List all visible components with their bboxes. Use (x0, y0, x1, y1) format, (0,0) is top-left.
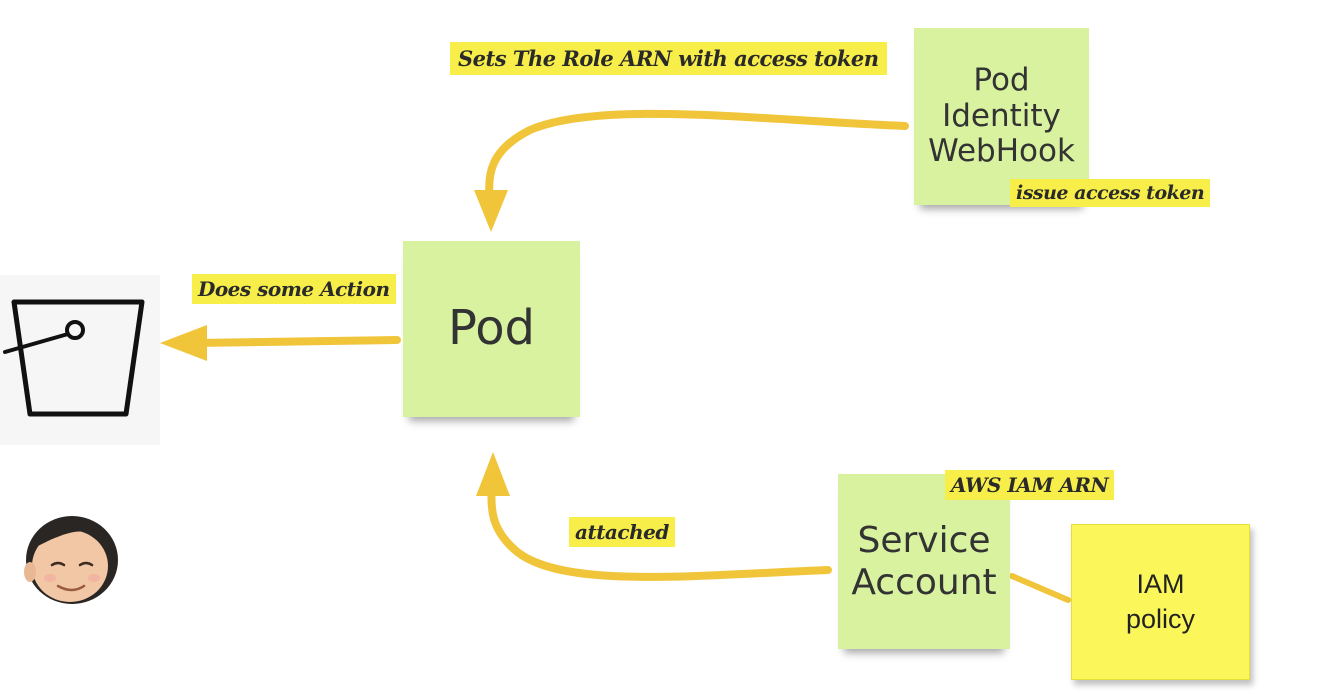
avatar-icon (24, 516, 118, 604)
arrow-sa-to-pod (487, 481, 832, 581)
arrow-head-sa-to-pod (476, 452, 510, 496)
service-account-line-2: Account (851, 561, 997, 603)
bucket-icon (0, 275, 160, 445)
pod-identity-webhook-note[interactable]: Pod Identity WebHook (914, 28, 1089, 205)
iam-policy-line-2: policy (1125, 604, 1196, 634)
connector-sa-to-policy (1009, 573, 1071, 603)
service-account-line-1: Service (857, 520, 991, 562)
label-sets-role-arn: Sets The Role ARN with access token (450, 42, 887, 75)
arrow-pod-to-bucket (191, 336, 401, 347)
pod-note[interactable]: Pod (403, 241, 580, 417)
service-account-note[interactable]: Service Account (838, 474, 1010, 649)
webhook-line-3: WebHook (928, 133, 1075, 170)
webhook-line-1: Pod (973, 62, 1030, 99)
label-does-some-action: Does some Action (192, 274, 396, 304)
arrow-head-pod-to-bucket (160, 325, 207, 361)
label-aws-iam-arn: AWS IAM ARN (945, 470, 1115, 500)
label-issue-access-token: issue access token (1010, 179, 1211, 207)
arrow-head-webhook-to-pod (474, 190, 508, 232)
iam-policy-line-1: IAM (1136, 568, 1185, 599)
arrow-webhook-to-pod (485, 109, 909, 204)
iam-policy-note[interactable]: IAM policy (1071, 524, 1250, 680)
webhook-line-2: Identity (942, 97, 1061, 134)
label-attached: attached (569, 517, 675, 547)
pod-label: Pod (447, 300, 536, 357)
